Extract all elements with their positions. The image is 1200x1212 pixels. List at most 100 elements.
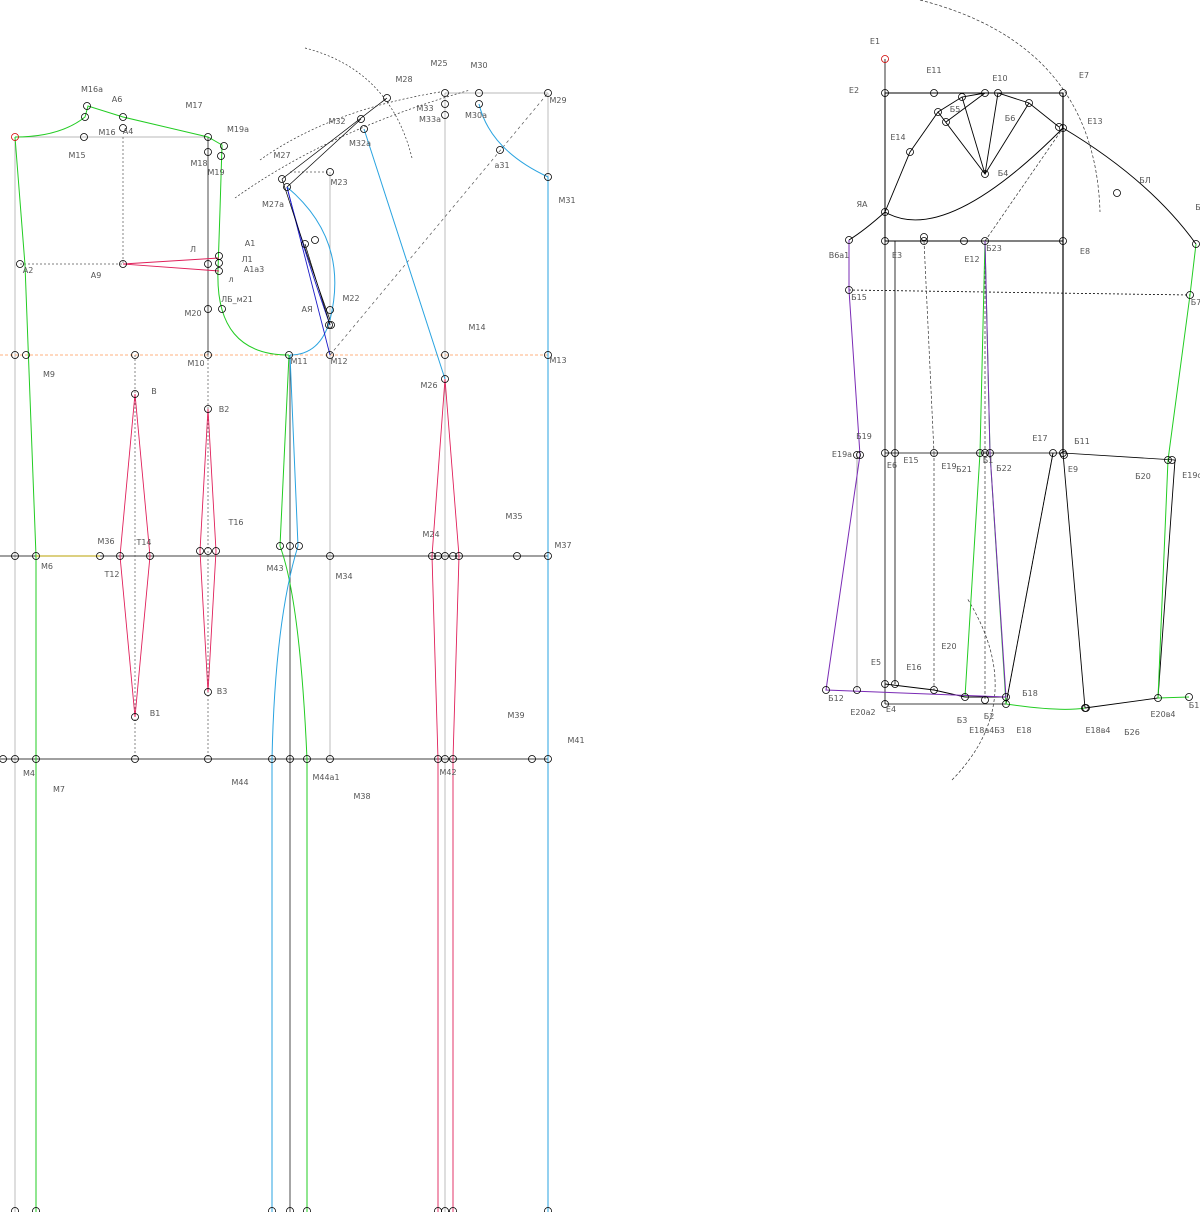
point-label-b20: Б20 — [1135, 472, 1151, 481]
point-label-e19c: Е19с — [1182, 471, 1200, 480]
right-green-outline — [964, 240, 1197, 710]
origin-point-right — [881, 55, 889, 63]
point-label-aya: АЯ — [301, 305, 312, 314]
point-label-m12: M12 — [330, 357, 347, 366]
point-label-m32a: M32а — [349, 139, 371, 148]
point-label-e11: Е11 — [926, 66, 941, 75]
left-bust-lines — [281, 97, 388, 326]
right-shoulder-lines — [848, 92, 1197, 709]
point-label-m35: M35 — [505, 512, 522, 521]
point-label-m16: M16 — [98, 128, 115, 137]
point-label-e18: Е18 — [1016, 726, 1031, 735]
point-label-m24: M24 — [422, 530, 439, 539]
point-label-e10: Е10 — [992, 74, 1007, 83]
point-label-b12: Б12 — [828, 694, 844, 703]
point-label-a6: A6 — [112, 95, 123, 104]
point-label-e13: Е13 — [1087, 117, 1102, 126]
point-label-b5: Б5 — [950, 105, 961, 114]
point-label-b26: Б26 — [1124, 728, 1140, 737]
point-label-e5: Е5 — [871, 658, 881, 667]
point-label-e18a4b3: Е18а4Б3 — [969, 726, 1005, 735]
point-label-e2: Е2 — [849, 86, 859, 95]
point-label-m28: M28 — [395, 75, 412, 84]
point-label-m7: M7 — [53, 785, 65, 794]
point-label-e19a: Е19а — [832, 450, 852, 459]
point-label-m13: M13 — [549, 356, 566, 365]
point-label-bl: БЛ — [1139, 176, 1151, 185]
point-label-m44a1: M44а1 — [312, 773, 339, 782]
point-label-b1: Б1 — [983, 456, 994, 465]
right-points — [822, 55, 1200, 712]
point-label-m32: M32 — [328, 117, 345, 126]
point-label-e4: Е4 — [886, 705, 896, 714]
point-label-b3: Б3 — [957, 716, 968, 725]
point-label-b18: Б18 — [1022, 689, 1038, 698]
point-label-a1: А1 — [245, 239, 256, 248]
point-label-m16a: M16a — [81, 85, 103, 94]
point-label-m39: M39 — [507, 711, 524, 720]
point-label-m30a: M30а — [465, 111, 487, 120]
point-label-m41: M41 — [567, 736, 584, 745]
point-label-m25: M25 — [430, 59, 447, 68]
point-label-l1: Л1 — [241, 255, 252, 264]
point-label-e16: Е16 — [906, 663, 921, 672]
point-label-m30: M30 — [470, 61, 487, 70]
point-label-l: Л — [190, 245, 196, 254]
point-label-b22: Б22 — [996, 464, 1012, 473]
point-label-m42: M42 — [439, 768, 456, 777]
point-label-e6: Е6 — [887, 461, 897, 470]
point-label-e20a2: Е20а2 — [850, 708, 875, 717]
point-label-e18v4: Е18в4 — [1085, 726, 1110, 735]
point-label-v1: В1 — [150, 709, 161, 718]
point-label-e3: Е3 — [892, 251, 902, 260]
point-label-m44: M44 — [231, 778, 248, 787]
point-label-m15: M15 — [68, 151, 85, 160]
point-label-a2: А2 — [23, 266, 34, 275]
point-label-m17: M17 — [185, 101, 202, 110]
point-label-m9: M9 — [43, 370, 55, 379]
point-label-m18: M18 — [190, 159, 207, 168]
point-label-e20: Е20 — [941, 642, 956, 651]
point-label-m29: M29 — [549, 96, 566, 105]
origin-point-left — [11, 133, 19, 141]
point-label-e17: Е17 — [1032, 434, 1047, 443]
point-label-b7edge: Б7 — [1191, 298, 1200, 307]
point-label-e15: Е15 — [903, 456, 918, 465]
point-label-a4: A4 — [123, 127, 134, 136]
left-green-outline — [14, 105, 308, 1212]
left-armhole-lines — [286, 186, 331, 356]
point-label-b4: Б4 — [998, 169, 1009, 178]
point-label-e7: Е7 — [1079, 71, 1089, 80]
point-label-a1a3: А1а3 — [244, 265, 265, 274]
point-label-m10: M10 — [187, 359, 204, 368]
point-label-m6: M6 — [41, 562, 53, 571]
point-label-e8: Е8 — [1080, 247, 1090, 256]
point-label-v: В — [151, 387, 157, 396]
point-label-e9: Е9 — [1068, 465, 1078, 474]
point-label-b21: Б21 — [956, 465, 972, 474]
point-label-m22: M22 — [342, 294, 359, 303]
point-label-l: л — [228, 275, 233, 284]
left-points — [0, 89, 552, 1212]
point-label-m34: M34 — [335, 572, 352, 581]
point-label-m37: M37 — [554, 541, 571, 550]
point-label-b2: Б2 — [984, 712, 995, 721]
right-purple-outline — [825, 240, 1007, 698]
point-label-m43: M43 — [266, 564, 283, 573]
point-label-b11: Б11 — [1074, 437, 1090, 446]
point-label-m11: M11 — [290, 357, 307, 366]
point-label-lb_m21: ЛБ_м21 — [221, 295, 253, 304]
point-label-m14: M14 — [468, 323, 485, 332]
point-label-e20v4: Е20в4 — [1150, 710, 1175, 719]
point-label-b19: Б19 — [856, 432, 872, 441]
point-label-m19a: M19a — [227, 125, 249, 134]
point-label-a31: а31 — [494, 161, 509, 170]
point-label-bedge: Б — [1195, 203, 1200, 212]
point-label-m31: M31 — [558, 196, 575, 205]
point-label-m4: M4 — [23, 769, 35, 778]
point-label-m27a: M27а — [262, 200, 284, 209]
point-label-m27: M27 — [273, 151, 290, 160]
